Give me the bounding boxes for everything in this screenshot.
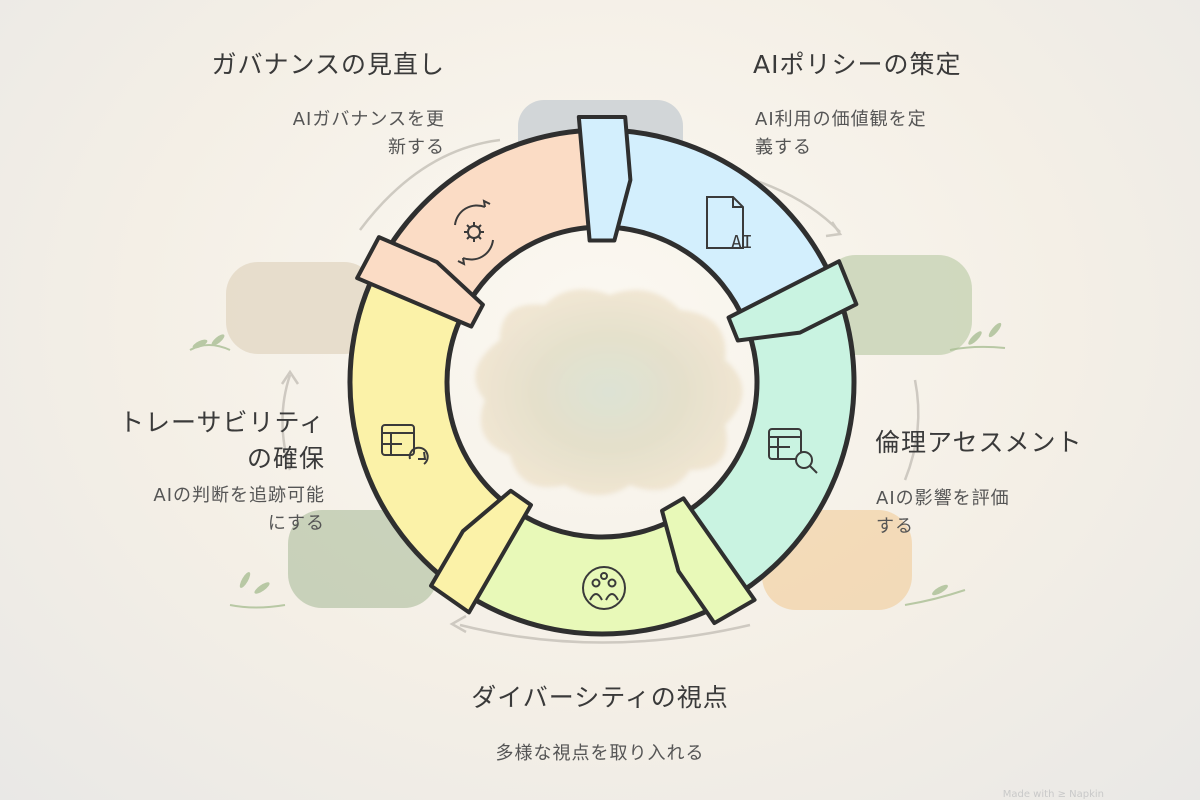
table-search-icon: [768, 428, 818, 474]
step-desc-governance-review: AIガバナンスを更 新する: [200, 106, 445, 162]
people-group-icon: [582, 566, 626, 610]
step-desc-traceability: AIの判断を追跡可能 にする: [80, 482, 325, 538]
step-desc-ethics-assessment: AIの影響を評価 する: [876, 485, 1010, 541]
table-refresh-icon: [381, 424, 429, 465]
stone-right-top: [822, 255, 972, 355]
step-desc-diversity: 多様な視点を取り入れる: [495, 743, 705, 764]
step-title-governance-review: ガバナンスの見直し: [211, 50, 445, 79]
step-title-ethics-assessment: 倫理アセスメント: [875, 428, 1083, 457]
watermark: Made with ≥ Napkin: [1002, 789, 1104, 800]
desc-line: AIガバナンスを更: [292, 109, 445, 130]
step-title-diversity: ダイバーシティの視点: [471, 683, 729, 712]
segment-connectors: [355, 115, 859, 626]
ai-icon-label: AI: [731, 232, 753, 253]
connector-tab: [726, 259, 859, 343]
desc-line: AIの影響を評価: [876, 488, 1010, 509]
desc-line: 義する: [755, 137, 812, 158]
step-title-traceability: トレーサビリティ の確保: [60, 405, 325, 477]
leaf-decorations: [189, 322, 1006, 609]
title-line: の確保: [246, 444, 325, 473]
connector-tab: [429, 488, 533, 615]
step-title-ai-policy: AIポリシーの策定: [753, 50, 962, 79]
desc-line: 新する: [388, 137, 445, 158]
stone-left-top: [226, 262, 376, 354]
center-cloud: [475, 289, 743, 495]
desc-line: AIの判断を追跡可能: [153, 485, 325, 506]
gear-cycle-icon: [454, 199, 494, 266]
connector-tab: [355, 235, 485, 329]
title-line: トレーサビリティ: [118, 408, 325, 437]
connector-tab: [576, 115, 633, 243]
ai-document-icon: AI: [706, 196, 753, 253]
desc-line: にする: [267, 513, 325, 534]
outer-flow-arrows: [280, 138, 920, 644]
desc-line: AI利用の価値観を定: [755, 109, 927, 130]
desc-line: する: [876, 516, 914, 537]
connector-tab: [660, 496, 757, 626]
step-desc-ai-policy: AI利用の価値観を定 義する: [755, 106, 927, 162]
